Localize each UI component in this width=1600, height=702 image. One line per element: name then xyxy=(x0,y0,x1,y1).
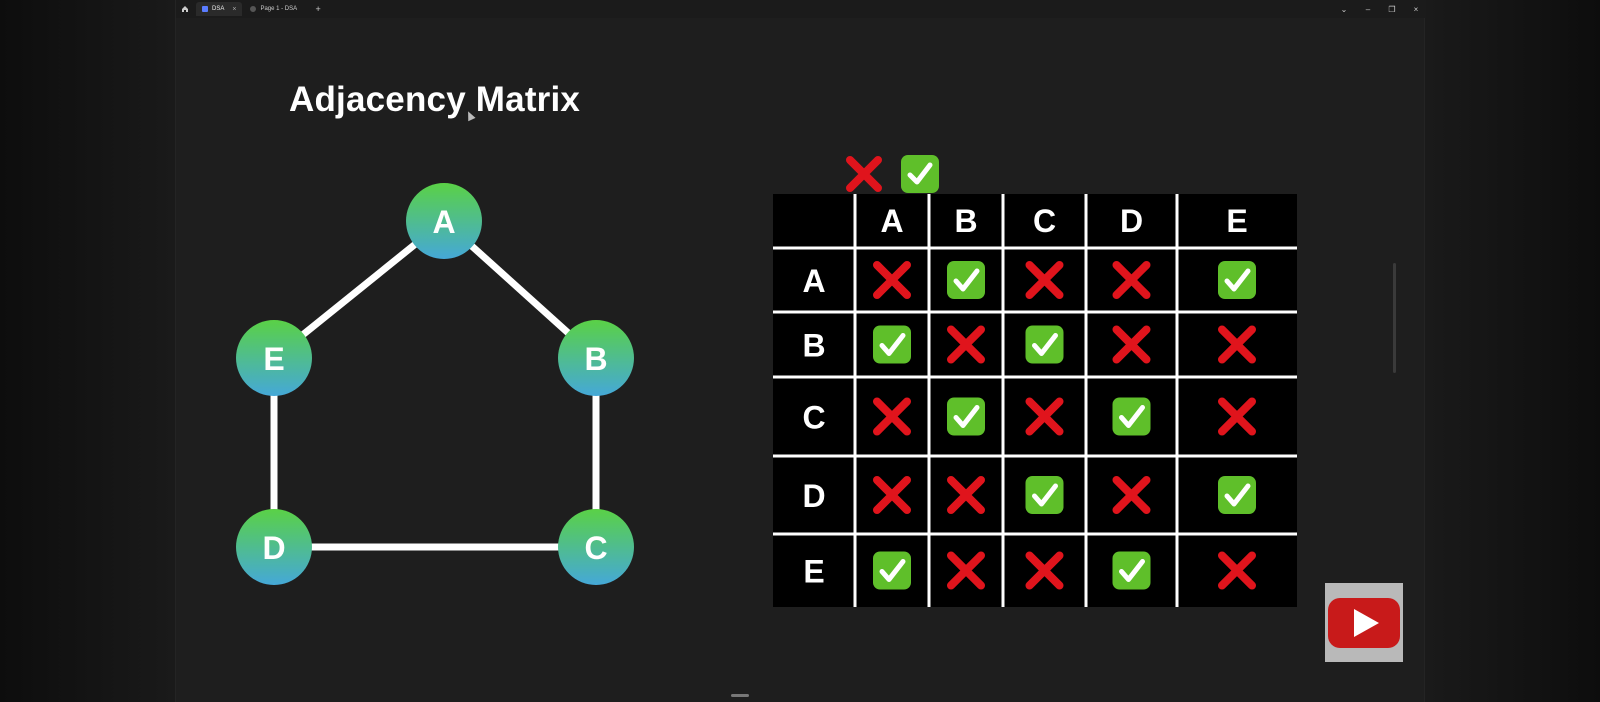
left-background xyxy=(0,0,175,702)
matrix-row-header-D: D xyxy=(802,478,825,514)
new-tab-button[interactable]: + xyxy=(315,4,321,14)
cross-icon xyxy=(1112,261,1151,299)
cross-icon xyxy=(947,325,985,364)
cross-icon xyxy=(1025,551,1064,590)
check-icon xyxy=(1025,325,1064,364)
matrix-col-header-A: A xyxy=(880,203,903,239)
matrix-row-header-C: C xyxy=(802,400,825,436)
resize-handle[interactable] xyxy=(731,694,749,697)
home-icon xyxy=(182,6,188,12)
check-icon xyxy=(1218,261,1256,299)
cross-icon xyxy=(1025,397,1064,436)
legend xyxy=(844,154,940,194)
cross-icon xyxy=(1112,325,1151,364)
check-icon xyxy=(1025,476,1064,514)
restore-button[interactable]: ❐ xyxy=(1388,4,1396,14)
cross-icon xyxy=(873,397,911,436)
window-controls: ⌄ – ❐ × xyxy=(1338,0,1422,18)
check-icon xyxy=(947,261,985,299)
cross-icon xyxy=(947,476,985,514)
node-label: C xyxy=(584,530,607,566)
node-label: A xyxy=(432,204,455,240)
graph-node-E: E xyxy=(236,320,312,396)
graph-node-B: B xyxy=(558,320,634,396)
file-icon xyxy=(202,6,208,12)
check-icon xyxy=(1112,397,1151,436)
matrix-row-header-B: B xyxy=(802,328,825,364)
close-button[interactable]: × xyxy=(1413,4,1419,14)
slide-title: Adjacency Matrix xyxy=(289,80,581,119)
check-icon xyxy=(901,155,939,193)
minimize-button[interactable]: – xyxy=(1365,4,1371,14)
check-icon xyxy=(873,325,911,364)
graph-node-A: A xyxy=(406,183,482,259)
dropdown-icon[interactable]: ⌄ xyxy=(1340,4,1348,14)
tab-close-icon[interactable]: × xyxy=(232,5,237,13)
cross-icon xyxy=(1112,476,1151,514)
node-label: B xyxy=(584,341,607,377)
cross-icon xyxy=(947,551,985,590)
tab-dsa[interactable]: DSA × xyxy=(196,2,243,16)
app-window: DSA × Page 1 - DSA + ⌄ – ❐ × Adjacency M… xyxy=(175,0,1426,702)
cross-icon xyxy=(1218,325,1256,364)
node-label: D xyxy=(262,530,285,566)
matrix-row-header-A: A xyxy=(802,263,825,299)
tab-label: DSA xyxy=(212,6,225,12)
check-icon xyxy=(1218,476,1256,514)
cross-icon xyxy=(873,261,911,299)
matrix-col-header-D: D xyxy=(1120,203,1143,239)
page-icon xyxy=(250,6,257,12)
matrix-col-header-B: B xyxy=(954,203,977,239)
node-label: E xyxy=(263,341,284,377)
tab-label: Page 1 - DSA xyxy=(260,6,298,12)
cross-icon xyxy=(846,156,882,192)
cross-icon xyxy=(1218,551,1256,590)
youtube-overlay[interactable] xyxy=(1325,583,1403,662)
right-background xyxy=(1425,0,1600,702)
matrix-col-header-C: C xyxy=(1033,203,1056,239)
graph-node-C: C xyxy=(558,509,634,585)
tab-page-1[interactable]: Page 1 - DSA xyxy=(244,2,303,16)
check-icon xyxy=(1112,551,1151,590)
cross-icon xyxy=(1025,261,1064,299)
check-icon xyxy=(947,397,985,436)
title-bar: DSA × Page 1 - DSA + ⌄ – ❐ × xyxy=(176,0,1426,18)
matrix-row-header-E: E xyxy=(803,554,824,590)
matrix-col-header-E: E xyxy=(1226,203,1247,239)
graph-node-D: D xyxy=(236,509,312,585)
cross-icon xyxy=(1218,397,1256,436)
home-button[interactable] xyxy=(176,0,194,18)
graph-diagram: A B C D E xyxy=(236,183,634,585)
check-icon xyxy=(873,551,911,590)
cross-icon xyxy=(873,476,911,514)
play-icon xyxy=(1328,597,1400,648)
scrollbar[interactable] xyxy=(1393,263,1396,373)
